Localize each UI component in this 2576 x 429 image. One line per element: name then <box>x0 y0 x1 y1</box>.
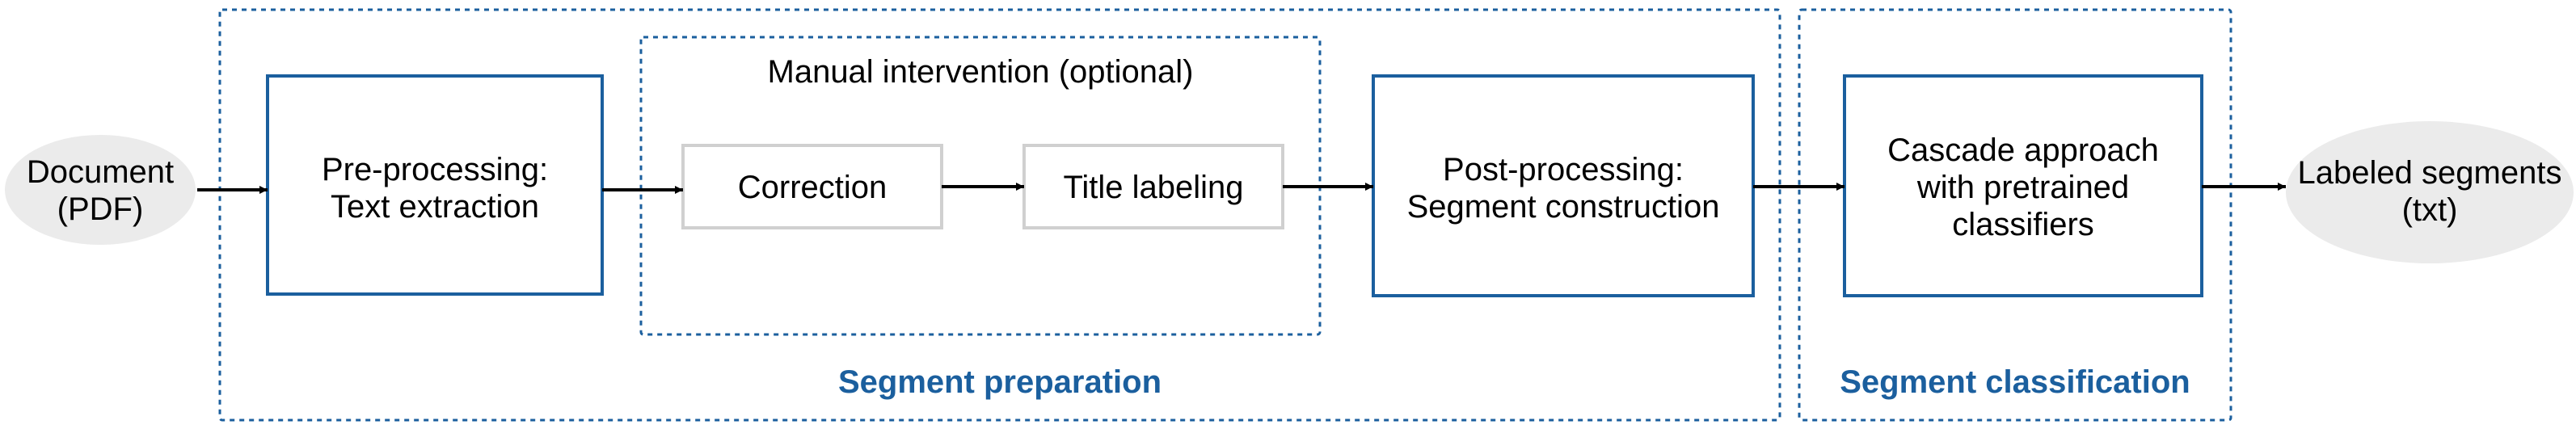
labeled-segments-node <box>2286 121 2574 263</box>
preprocessing-node <box>266 74 604 296</box>
node-label-line: Pre-processing: <box>322 152 548 187</box>
postprocessing-node-label: Post-processing:Segment construction <box>1407 152 1720 225</box>
node-label-line: Text extraction <box>331 189 539 225</box>
node-label-line: classifiers <box>1952 207 2094 242</box>
node-label-line: Post-processing: <box>1443 152 1684 187</box>
node-label-line: Labeled segments <box>2298 155 2562 191</box>
document-node <box>5 135 196 245</box>
node-label-line: (txt) <box>2402 192 2458 228</box>
manual-intervention-group <box>639 36 1322 336</box>
correction-node-label: Correction <box>738 170 887 205</box>
labeled-segments-node-label: Labeled segments(txt) <box>2298 155 2562 228</box>
title-labeling-node-label: Title labeling <box>1063 170 1243 205</box>
segment-classification-group <box>1798 8 2232 422</box>
node-label-line: Correction <box>738 170 887 205</box>
node-label-line: Document <box>27 154 174 190</box>
node-label-line: Cascade approach <box>1887 132 2159 168</box>
segment-preparation-group <box>218 8 1781 422</box>
preprocessing-node-label: Pre-processing:Text extraction <box>322 152 548 225</box>
node-label-line: Title labeling <box>1063 170 1243 205</box>
node-label-line: Segment construction <box>1407 189 1720 225</box>
manual-intervention-label: Manual intervention (optional) <box>768 54 1194 90</box>
segment-classification-label: Segment classification <box>1840 364 2190 400</box>
node-label-line: with pretrained <box>1916 170 2129 205</box>
segment-preparation-label: Segment preparation <box>838 364 1162 400</box>
document-node-label: Document(PDF) <box>27 154 174 227</box>
node-label-line: (PDF) <box>57 191 144 227</box>
